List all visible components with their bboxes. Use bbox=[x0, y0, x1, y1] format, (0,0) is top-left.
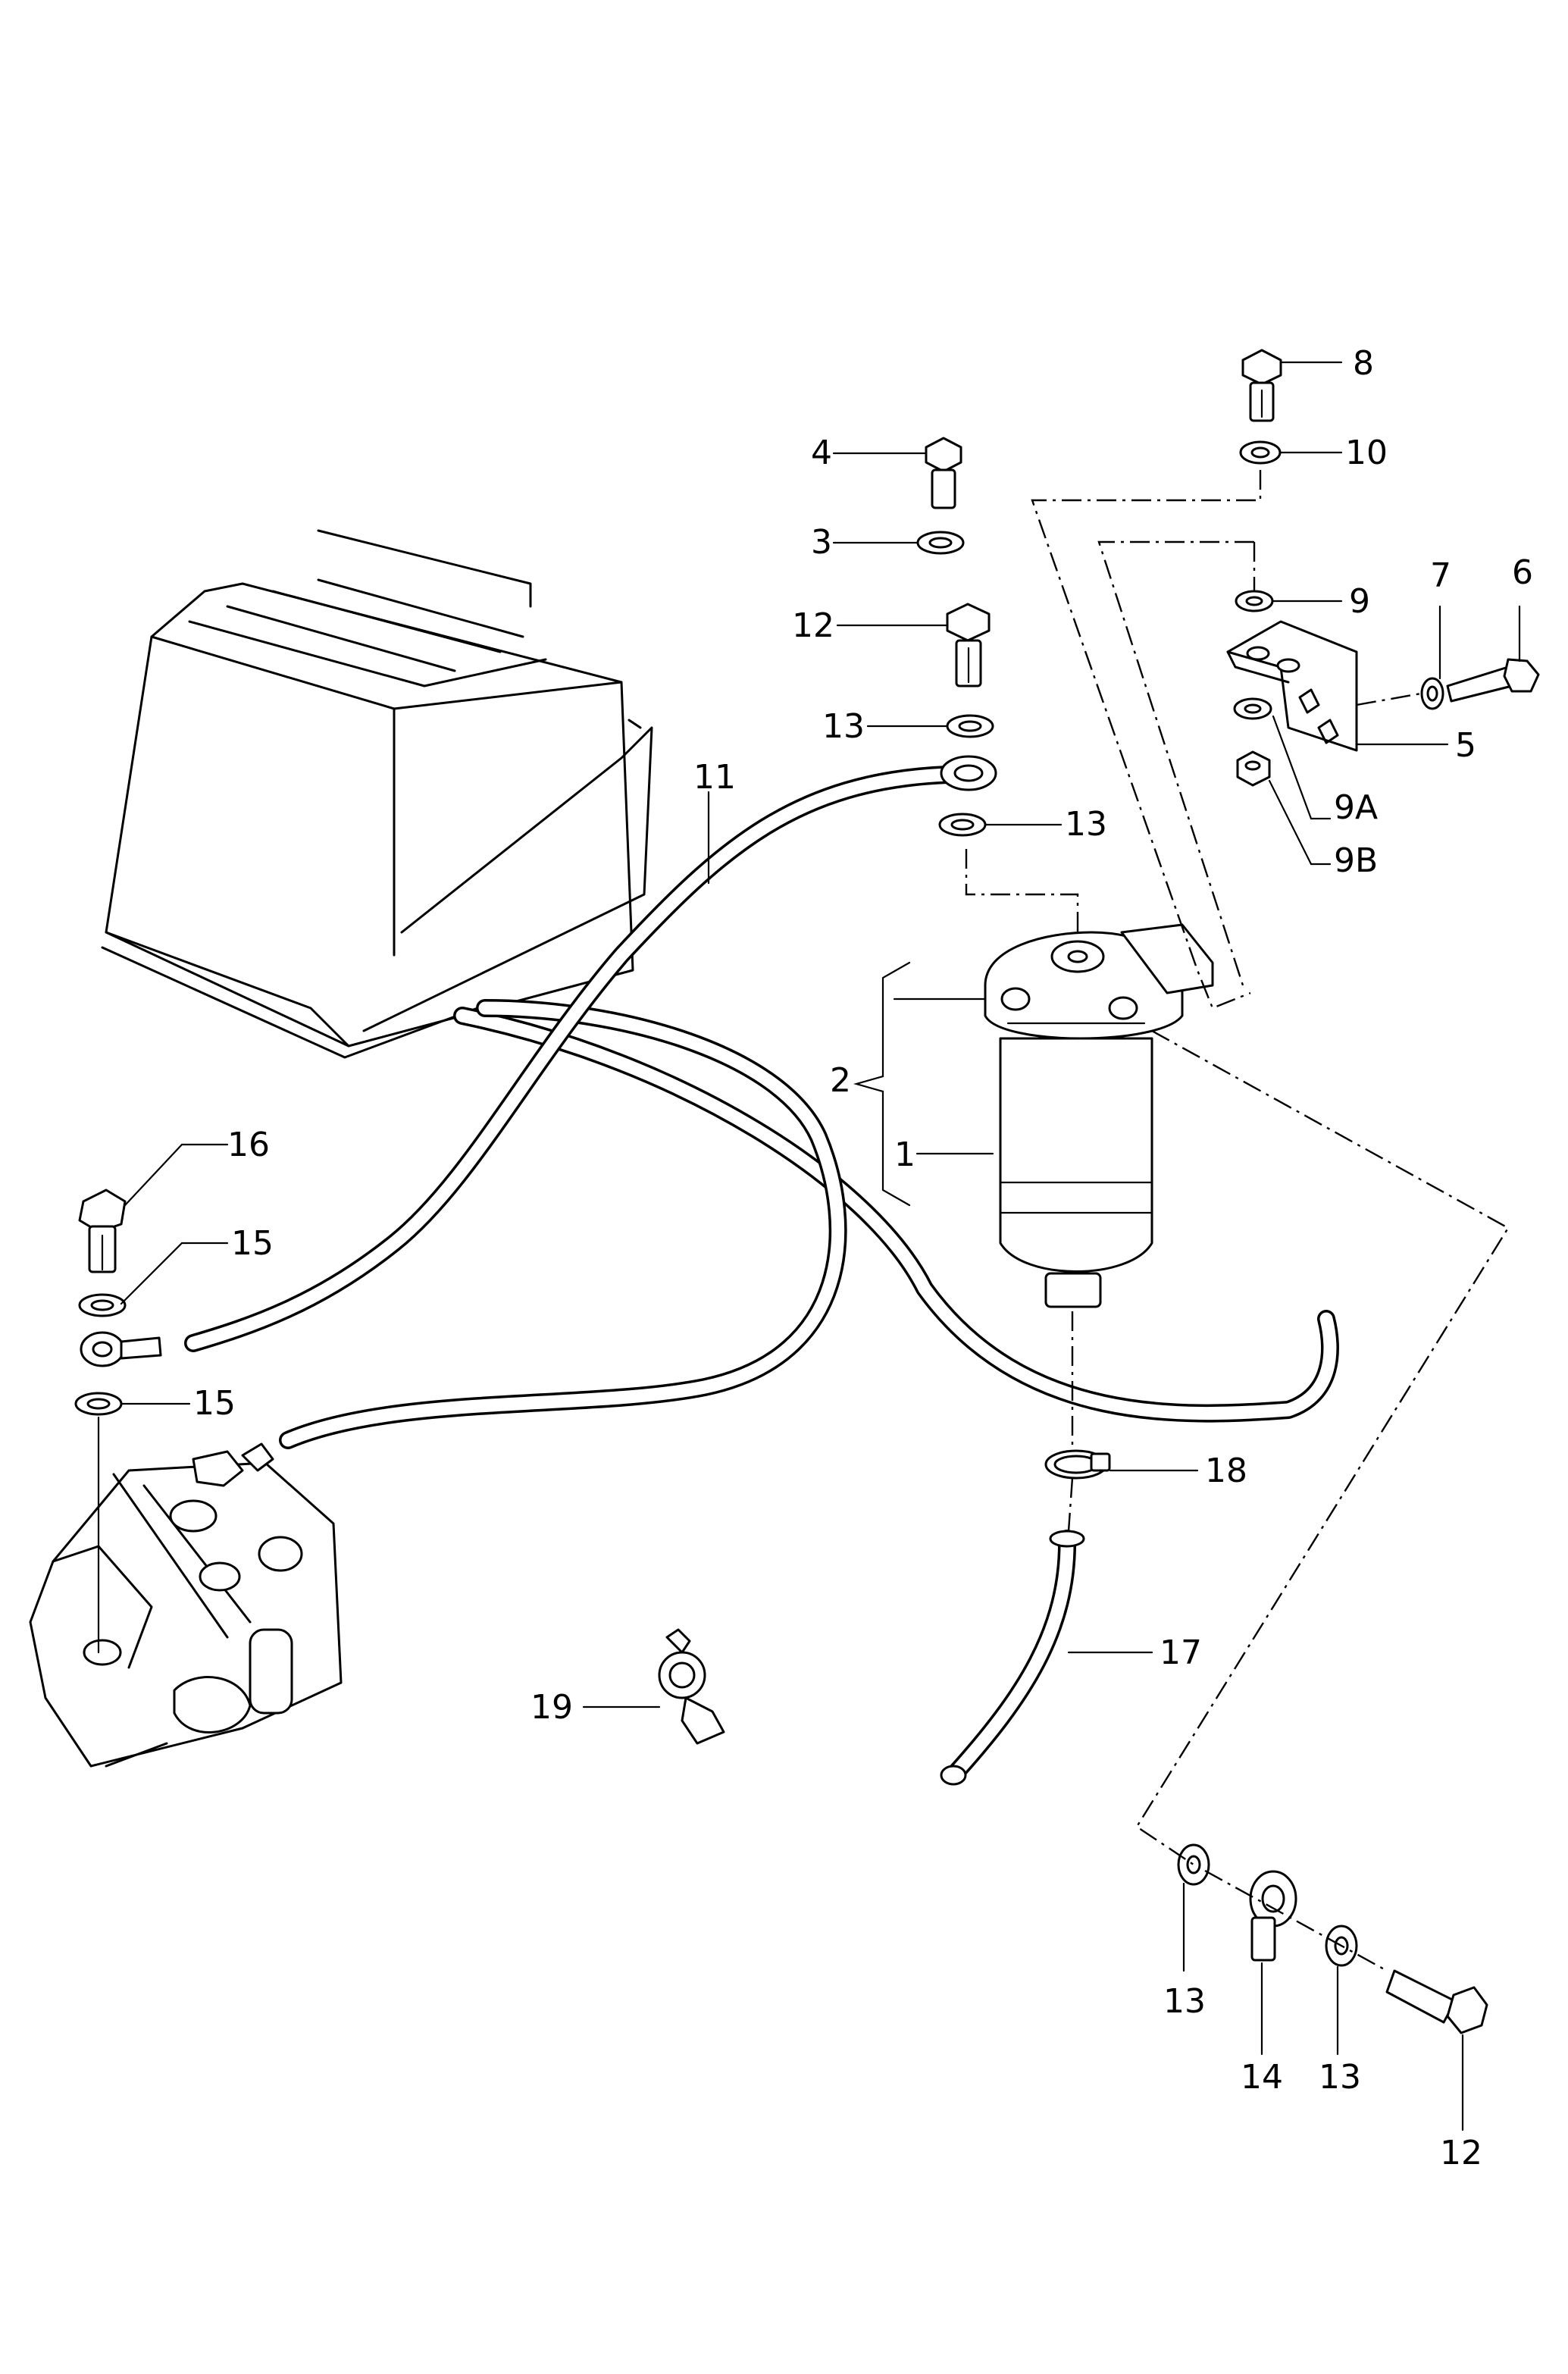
hardware-parts bbox=[916, 349, 1540, 837]
label-9a: 9A bbox=[1334, 788, 1378, 827]
fuel-filter bbox=[984, 923, 1214, 1308]
label-13-b: 13 bbox=[1065, 805, 1107, 844]
fuel-hose-11 bbox=[184, 766, 956, 1352]
banjo-assembly-bottom bbox=[1177, 1843, 1488, 2034]
lower-hose-parts bbox=[658, 1449, 1111, 1786]
label-13-a: 13 bbox=[822, 707, 865, 746]
mounting-bracket bbox=[1226, 620, 1358, 752]
label-9b: 9B bbox=[1334, 841, 1378, 880]
label-19: 19 bbox=[530, 1688, 573, 1727]
callout-labels: 1 2 3 4 5 6 7 8 9 9A 9B 10 11 12 12 13 1… bbox=[193, 344, 1533, 2172]
leader-lines bbox=[120, 361, 1521, 2131]
label-5: 5 bbox=[1455, 726, 1476, 765]
label-15-a: 15 bbox=[231, 1224, 274, 1263]
assembly-dash-lines bbox=[965, 470, 1510, 1972]
label-12-bottom: 12 bbox=[1440, 2134, 1482, 2172]
label-10: 10 bbox=[1345, 434, 1388, 472]
label-9: 9 bbox=[1349, 582, 1370, 621]
label-3: 3 bbox=[811, 523, 832, 562]
label-13-d: 13 bbox=[1319, 2058, 1361, 2097]
label-16: 16 bbox=[227, 1126, 270, 1164]
label-13-c: 13 bbox=[1163, 1982, 1206, 2021]
battery-housing bbox=[101, 529, 653, 1059]
label-8: 8 bbox=[1353, 344, 1374, 383]
label-12-top: 12 bbox=[792, 606, 834, 645]
label-14: 14 bbox=[1241, 2058, 1283, 2097]
return-hose-lines bbox=[279, 999, 1339, 1449]
label-7: 7 bbox=[1430, 556, 1451, 595]
label-6: 6 bbox=[1512, 553, 1533, 592]
label-2: 2 bbox=[830, 1061, 851, 1100]
label-15-b: 15 bbox=[193, 1384, 236, 1423]
label-18: 18 bbox=[1205, 1452, 1247, 1490]
injection-pump bbox=[29, 1442, 343, 1768]
label-11: 11 bbox=[693, 758, 736, 797]
label-1: 1 bbox=[894, 1135, 915, 1174]
label-17: 17 bbox=[1160, 1633, 1202, 1672]
label-4: 4 bbox=[811, 434, 832, 472]
banjo-fitting-pump bbox=[74, 1189, 162, 1654]
